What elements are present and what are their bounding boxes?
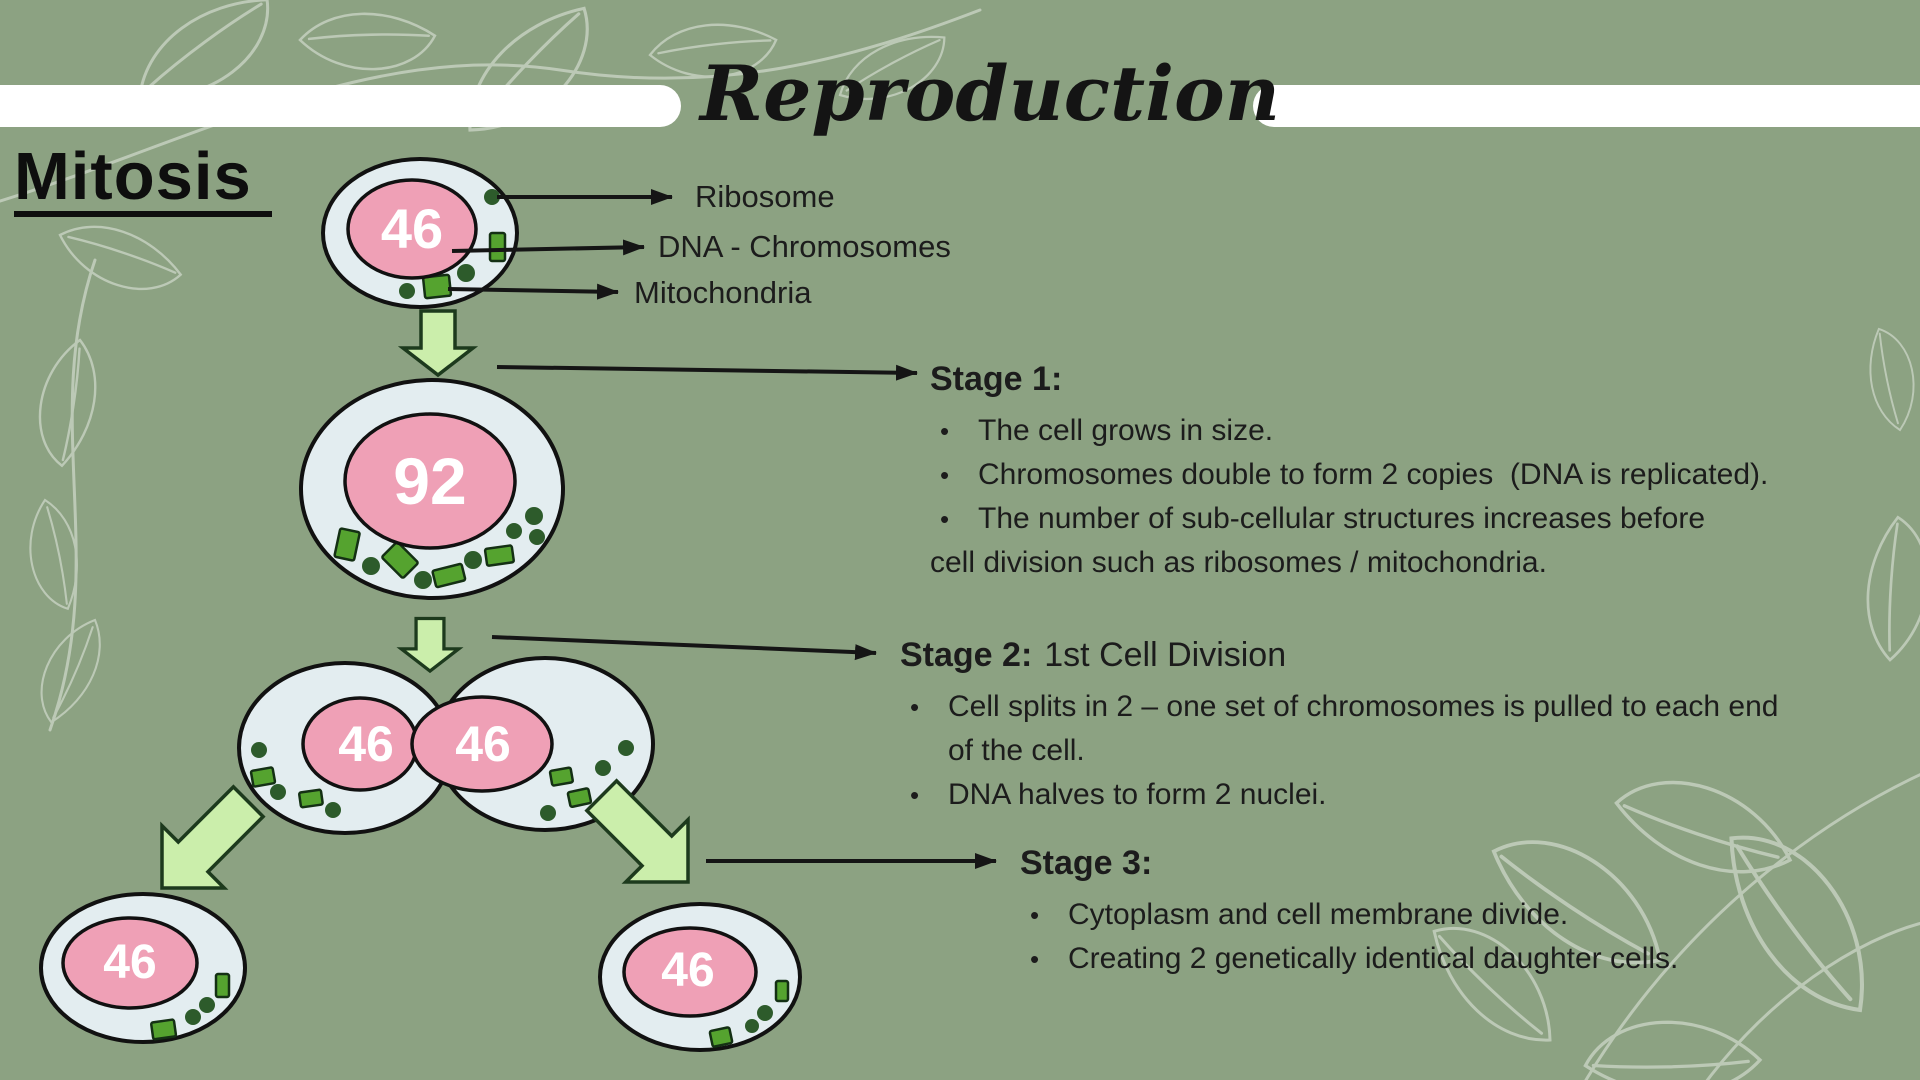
daughter-left-count: 46 — [103, 936, 157, 989]
mitochondria-label: Mitochondria — [634, 275, 812, 310]
stage1-title: Stage 1: — [930, 360, 1063, 398]
dividing-cell-diagram — [237, 656, 655, 835]
stage1-block: Stage 1: •The cell grows in size. •Chrom… — [930, 358, 1768, 585]
section-heading-mitosis: Mitosis — [14, 143, 272, 217]
bullet-icon: • — [940, 503, 950, 534]
dna-pointer-line — [451, 239, 645, 256]
stage3-heading: Stage 3: — [1020, 842, 1720, 885]
stage2-bullet-1-wrap: of the cell. — [948, 733, 1085, 767]
stage3-bullet-2: •Creating 2 genetically identical daught… — [1020, 937, 1720, 981]
ribosome-dot — [484, 189, 500, 205]
bullet-icon: • — [940, 415, 950, 446]
bullet-icon: • — [910, 779, 920, 810]
header-bar-right — [1253, 85, 1920, 127]
bullet-icon: • — [1030, 943, 1040, 974]
daughter-cell-left-diagram — [39, 892, 247, 1044]
stage3-block: Stage 3: •Cytoplasm and cell membrane di… — [1020, 842, 1720, 981]
dividing-left-count: 46 — [338, 716, 394, 772]
grown-cell-diagram — [299, 378, 565, 600]
down-arrow-1 — [401, 309, 475, 377]
stage1-bullet-1: •The cell grows in size. — [930, 409, 1590, 453]
page-title: Reproduction — [700, 49, 1280, 138]
stage1-bullet-2: •Chromosomes double to form 2 copies (DN… — [930, 453, 1768, 497]
dna-chromosomes-label: DNA - Chromosomes — [658, 229, 951, 264]
bullet-icon: • — [940, 459, 950, 490]
stage2-heading: Stage 2: 1st Cell Division — [900, 634, 1900, 677]
parent-cell-diagram — [321, 157, 673, 309]
stage3-bullet-1: •Cytoplasm and cell membrane divide. — [1020, 893, 1720, 937]
stage2-bullet-1: •Cell splits in 2 – one set of chromosom… — [900, 685, 1900, 729]
daughter-right-count: 46 — [661, 944, 715, 997]
header-bar-left — [0, 85, 681, 127]
stage1-bullet-3: •The number of sub-cellular structures i… — [930, 497, 1705, 541]
down-arrow-2 — [399, 616, 461, 673]
stage2-subtitle: 1st Cell Division — [1044, 636, 1287, 674]
mitochondria-pointer-line — [447, 283, 619, 300]
stage2-title: Stage 2: — [900, 636, 1033, 674]
daughter-cell-right-diagram — [598, 902, 802, 1052]
stage2-bullet-2: •DNA halves to form 2 nuclei. — [900, 773, 1900, 817]
dividing-right-count: 46 — [455, 716, 511, 772]
parent-cell-count: 46 — [380, 197, 444, 260]
stage2-block: Stage 2: 1st Cell Division •Cell splits i… — [900, 634, 1900, 817]
bullet-icon: • — [910, 691, 920, 722]
stage2-connector-arrow — [491, 635, 877, 661]
bullet-icon: • — [1030, 899, 1040, 930]
stage1-bullet-3-wrap: cell division such as ribosomes / mitoch… — [930, 545, 1547, 579]
stage3-title: Stage 3: — [1020, 844, 1153, 882]
ribosome-label: Ribosome — [695, 179, 835, 214]
grown-cell-count: 92 — [393, 444, 467, 518]
stage1-connector-arrow — [496, 364, 918, 381]
stage1-heading: Stage 1: — [930, 358, 1590, 401]
